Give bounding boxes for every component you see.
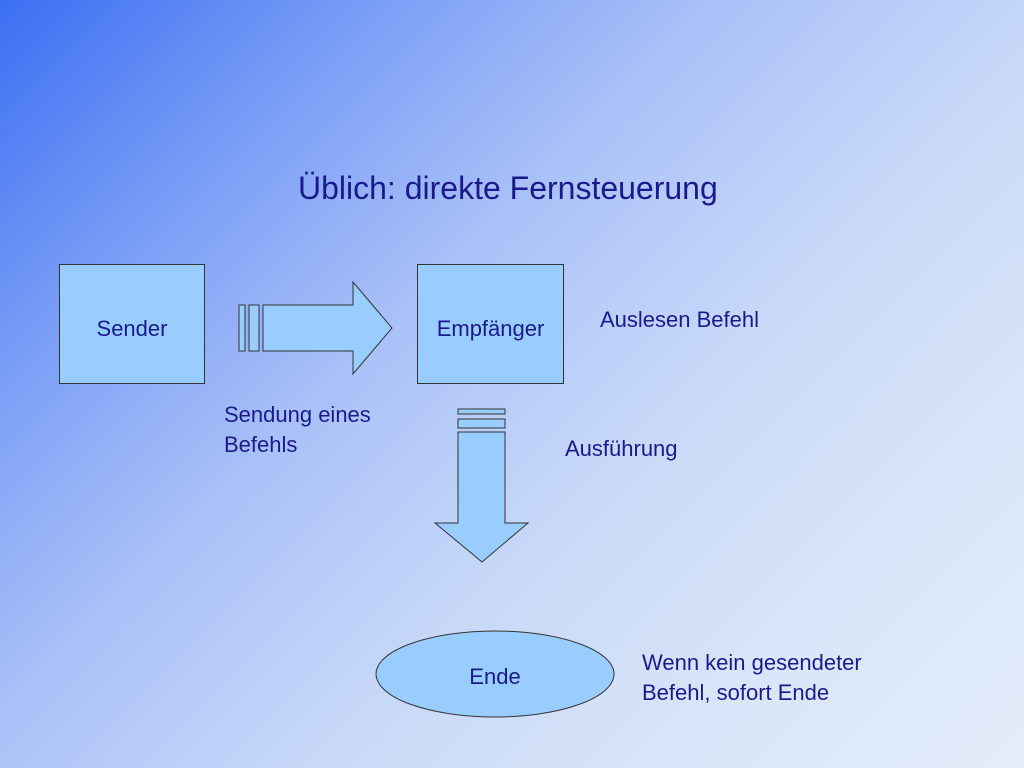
empfaenger-label: Empfänger [436,316,545,341]
sendung-label: Sendung eines Befehls [224,400,371,460]
sendung-line-1: Sendung eines [224,402,371,427]
wenn-line-1: Wenn kein gesendeter [642,650,862,675]
ende-label: Ende [469,664,521,689]
wenn-line-2: Befehl, sofort Ende [642,680,830,705]
auslesen-label: Auslesen Befehl [600,307,759,332]
right-block-arrow [238,280,393,376]
slide-title: Üblich: direkte Fernsteuerung [298,170,718,206]
sendung-line-2: Befehls [224,432,298,457]
down-block-arrow [433,408,530,563]
wenn-label: Wenn kein gesendeter Befehl, sofort Ende [642,648,862,708]
sender-box: Sender [59,264,205,384]
sender-label: Sender [96,316,168,341]
ende-ellipse [375,630,615,718]
ausfuehrung-label: Ausführung [565,436,678,461]
empfaenger-box: Empfänger [417,264,564,384]
